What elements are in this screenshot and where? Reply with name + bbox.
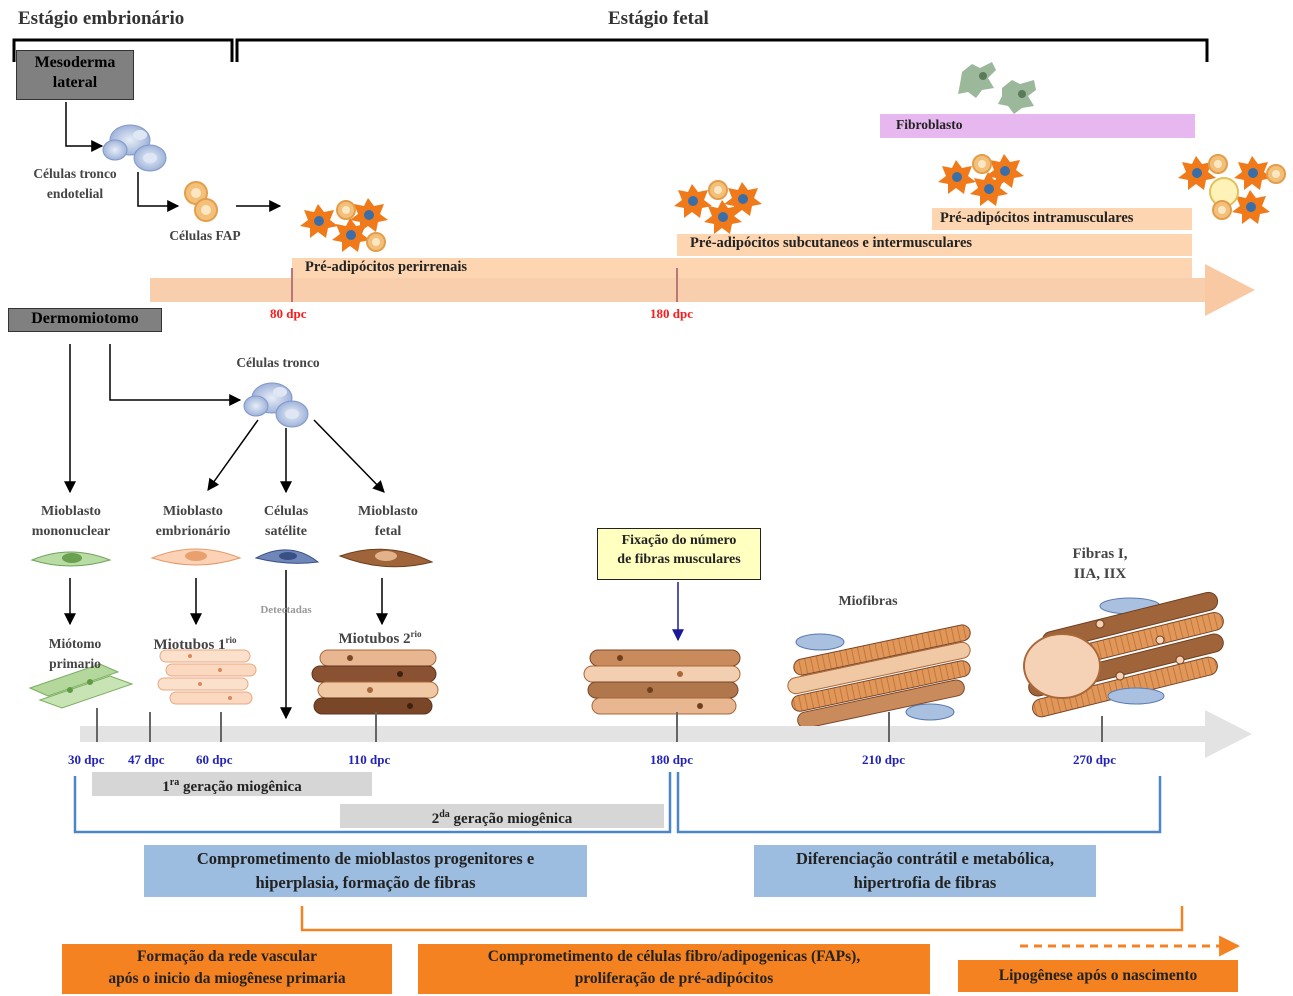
embryonic-stage-bracket bbox=[12, 38, 234, 62]
arrow-endothelial-to-fap bbox=[137, 172, 180, 212]
myotubes2-label: Miotubos 2rio bbox=[338, 629, 422, 647]
myotubes1-label: Miotubos 1rio bbox=[153, 635, 237, 653]
mononuclear-myoblast-label: Mioblasto mononuclear bbox=[31, 504, 111, 539]
intramuscular-label: Pré-adipócitos intramusculares bbox=[940, 210, 1134, 226]
timeline-180dpc: 180 dpc bbox=[650, 752, 693, 767]
dermomyotome-box: Dermomiotomo bbox=[8, 308, 162, 332]
timeline-270dpc: 270 dpc bbox=[1073, 752, 1116, 767]
perirenal-preadipocyte-image bbox=[300, 198, 388, 252]
fap-commitment-box: Comprometimento de células fibro/adipoge… bbox=[418, 944, 930, 994]
endothelial-stem-label: Células tronco endotelial bbox=[33, 166, 117, 201]
mononuclear-myoblast-image bbox=[30, 551, 112, 567]
mature-adipocyte-cluster-image bbox=[1178, 154, 1286, 224]
fap-cells-image bbox=[184, 181, 218, 222]
fibroblast-bar bbox=[880, 114, 1195, 138]
detected-label: Detectadas bbox=[260, 604, 312, 616]
arrow-stem-to-fetal bbox=[313, 419, 385, 493]
vascular-network-box: Formação da rede vascular após o inicio … bbox=[62, 944, 392, 994]
stem-cells-label: Células tronco bbox=[236, 355, 320, 370]
second-myogenic-generation: 2da geração miogênica bbox=[340, 804, 664, 828]
primary-myotubes-image bbox=[157, 649, 257, 705]
left-phase-bracket bbox=[73, 772, 672, 834]
hyperplasia-phase-box: Comprometimento de mioblastos progenitor… bbox=[144, 845, 587, 897]
myogenic-timeline-arrow bbox=[80, 710, 1252, 758]
satellite-cells-label: Células satélite bbox=[263, 504, 309, 539]
timeline-30dpc: 30 dpc bbox=[68, 752, 105, 767]
endothelial-stem-cell-image bbox=[102, 124, 167, 172]
right-phase-bracket bbox=[676, 772, 1162, 834]
myofibers-image bbox=[787, 624, 971, 729]
timeline-ticks bbox=[96, 708, 1103, 742]
fap-orange-bracket bbox=[300, 906, 1184, 932]
timeline-47dpc: 47 dpc bbox=[128, 752, 165, 767]
hypertrophy-phase-box: Diferenciação contrátil e metabólica, hi… bbox=[754, 845, 1096, 897]
fiber-number-fixation-box: Fixação do número de fibras musculares bbox=[597, 528, 761, 580]
fibroblast-label: Fibroblasto bbox=[896, 117, 963, 132]
secondary-myotubes-image bbox=[311, 649, 439, 715]
intramuscular-preadipocyte-image bbox=[938, 154, 1024, 206]
myofibers-label: Miofibras bbox=[838, 594, 898, 609]
arrow-mesoderm-to-endothelial bbox=[65, 102, 104, 152]
fetal-myoblast-label: Mioblasto fetal bbox=[358, 504, 418, 539]
adipogenic-timeline-arrow bbox=[150, 264, 1255, 316]
intramuscular-bar bbox=[932, 208, 1192, 230]
timeline-110dpc: 110 dpc bbox=[348, 752, 391, 767]
perirenal-bar bbox=[292, 258, 1192, 278]
myogenic-stem-cell-image bbox=[243, 382, 309, 428]
lipogenesis-box: Lipogênese após o nascimento bbox=[958, 960, 1238, 992]
subcutaneous-bar bbox=[677, 234, 1192, 256]
fetal-stage-bracket bbox=[235, 38, 1209, 62]
perirenal-label: Pré-adipócitos perirrenais bbox=[305, 259, 468, 275]
marker-80dpc: 80 dpc bbox=[270, 306, 307, 321]
timeline-60dpc: 60 dpc bbox=[196, 752, 233, 767]
subcutaneous-label: Pré-adipócitos subcutaneos e intermuscul… bbox=[690, 235, 973, 251]
embryonic-myoblast-image bbox=[150, 548, 242, 566]
lateral-mesoderm-box: Mesoderma lateral bbox=[16, 50, 134, 100]
arrow-stem-to-embryonic bbox=[207, 419, 259, 491]
primary-myotome-label: Miótomo primario bbox=[48, 636, 102, 671]
fiber-types-label: Fibras I, IIA, IIX bbox=[1072, 546, 1128, 582]
primary-myotome-image bbox=[28, 663, 134, 709]
subcutaneous-preadipocyte-image bbox=[674, 180, 762, 234]
fetal-myoblast-image bbox=[338, 548, 434, 568]
arrow-dermomyotome-to-stem bbox=[109, 344, 242, 406]
embryonic-myoblast-label: Mioblasto embrionário bbox=[155, 504, 231, 539]
fixed-fibers-image bbox=[583, 649, 741, 715]
first-myogenic-generation: 1ra geração miogênica bbox=[92, 772, 372, 796]
fap-cells-label: Células FAP bbox=[169, 228, 241, 243]
marker-180dpc: 180 dpc bbox=[650, 306, 693, 321]
satellite-cell-image bbox=[254, 549, 320, 564]
fetal-stage-title: Estágio fetal bbox=[608, 8, 709, 29]
embryonic-stage-title: Estágio embrionário bbox=[18, 8, 185, 29]
fibroblast-cells-image bbox=[958, 62, 1036, 114]
mature-fibers-image bbox=[1023, 591, 1224, 718]
timeline-210dpc: 210 dpc bbox=[862, 752, 905, 767]
